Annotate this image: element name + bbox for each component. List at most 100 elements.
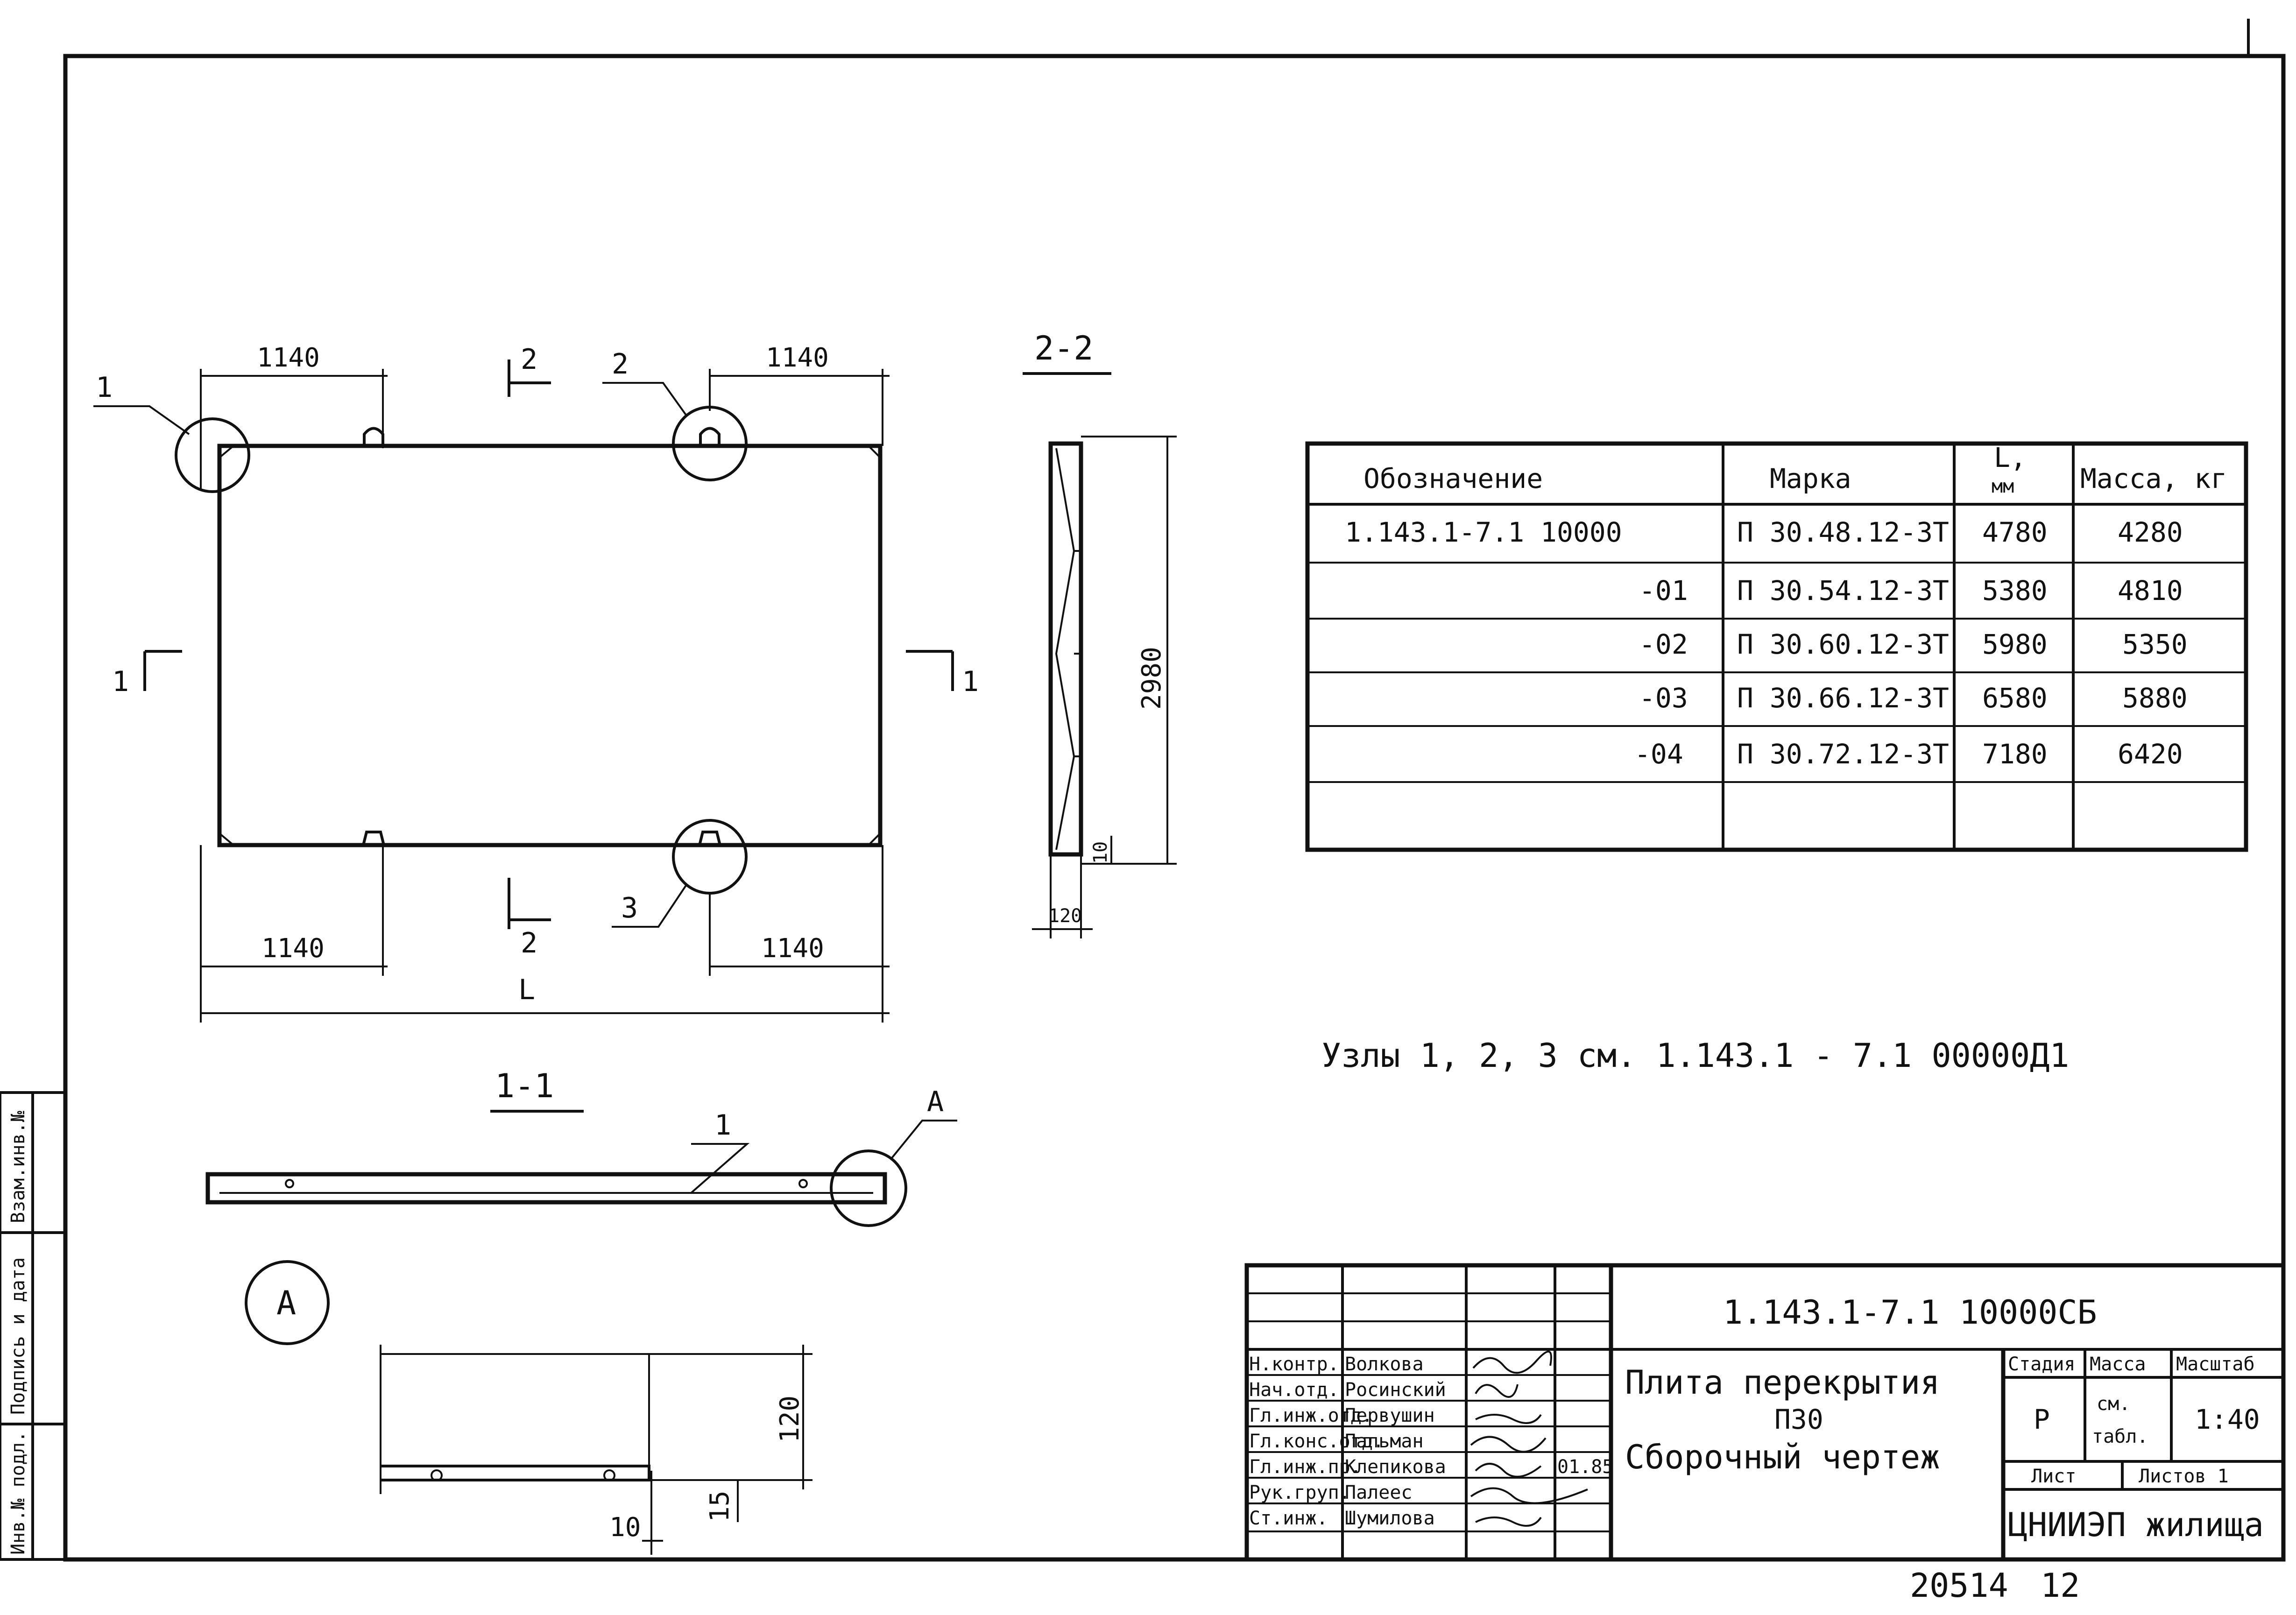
section-1-1-body: [205, 1172, 887, 1205]
lifting-loop-right: [699, 427, 721, 446]
table-row-2-length: 5980: [1982, 628, 2048, 660]
dim-2980: 2980: [1137, 647, 1167, 710]
title-line-3: Сборочный чертеж: [1625, 1438, 1940, 1476]
callout-2-label: 2: [612, 348, 629, 381]
name-3: Пальман: [1345, 1431, 1424, 1452]
side-stamp-signature: Подпись и дата: [7, 1257, 29, 1415]
section-1-right-label: 1: [962, 665, 979, 698]
section-2-2-body: [1048, 441, 1083, 857]
table-row-2-designation: -02: [1639, 628, 1688, 660]
callout-1-label: 1: [96, 371, 113, 404]
lifting-loop-left: [363, 427, 384, 446]
name-2: Первушин: [1345, 1405, 1435, 1426]
name-6: Шумилова: [1345, 1508, 1435, 1529]
table-header-mark: Марка: [1770, 463, 1851, 494]
table-row-4-mark: П 30.72.12-3Т: [1737, 738, 1949, 770]
dim-top-left: 1140: [257, 343, 320, 373]
side-stamp-replaced: Взам.инв.№: [7, 1111, 29, 1223]
dim-thickness-120: 120: [1048, 905, 1082, 927]
table-header-mass: Масса, кг: [2080, 463, 2227, 494]
mass-value-2: табл.: [2092, 1426, 2148, 1447]
spec-table: Обозначение Марка L, мм Масса, кг 1.143.…: [1305, 441, 2248, 852]
table-row-0-mass: 4280: [2118, 516, 2183, 548]
callout-rebar-label: 1: [714, 1109, 731, 1142]
callout-detail-label: A: [927, 1086, 944, 1118]
dim-bottom-right: 1140: [761, 933, 824, 964]
stage-label: Стадия: [2008, 1354, 2076, 1375]
dim-length-l: L: [518, 973, 535, 1006]
mass-label: Масса: [2090, 1354, 2146, 1375]
section-1-1-title: 1-1: [495, 1067, 554, 1105]
detail-dim-10: 10: [609, 1512, 641, 1543]
role-3: Гл.конс.отд.: [1249, 1431, 1384, 1452]
sheets-label: Листов 1: [2139, 1466, 2229, 1487]
table-row-0-length: 4780: [1982, 516, 2048, 548]
table-row-4-mass: 6420: [2118, 738, 2183, 770]
detail-a-mark: [245, 1260, 330, 1345]
table-row-2-mark: П 30.60.12-3Т: [1737, 628, 1949, 660]
callout-3-label: 3: [621, 892, 638, 924]
table-row-3-mass: 5880: [2122, 682, 2188, 714]
dim-top-right: 1140: [766, 343, 829, 373]
node-circle-2: [672, 406, 748, 481]
name-5: Палеес: [1345, 1482, 1413, 1503]
section-2-2: 2-2 2980 10 120: [1023, 329, 1177, 938]
table-row-3-length: 6580: [1982, 682, 2048, 714]
doc-code: 1.143.1-7.1 10000СБ: [1723, 1293, 2097, 1332]
section-1-left-label: 1: [112, 665, 129, 698]
table-row-4-designation: -04: [1634, 738, 1683, 770]
table-row-0-designation: 1.143.1-7.1 10000: [1345, 516, 1622, 548]
side-stamp: Взам.инв.№ Подпись и дата Инв.№ подл.: [0, 1091, 67, 1561]
embedded-part-right: [698, 831, 721, 846]
dim-bottom-left: 1140: [261, 933, 325, 964]
name-4: Клепикова: [1345, 1456, 1446, 1478]
role-6: Ст.инж.: [1249, 1508, 1328, 1529]
role-0: Н.контр.: [1249, 1354, 1339, 1375]
table-header-length: L,: [1994, 442, 2027, 473]
mass-value-1: см.: [2097, 1393, 2130, 1415]
role-4: Гл.инж.пр.: [1249, 1456, 1362, 1478]
table-header-designation: Обозначение: [1363, 463, 1543, 494]
footer-page: 12: [2041, 1566, 2080, 1605]
role-2: Гл.инж.отд.: [1249, 1405, 1373, 1426]
nodes-note: Узлы 1, 2, 3 см. 1.143.1 - 7.1 00000Д1: [1321, 1037, 2069, 1075]
footer-number: 20514: [1910, 1566, 2008, 1605]
date-4: 01.85: [1557, 1456, 1613, 1478]
embedded-part-left: [362, 831, 385, 846]
section-2-bottom-label: 2: [521, 927, 537, 959]
detail-a: А 120 10 15: [245, 1260, 812, 1555]
name-0: Волкова: [1345, 1354, 1424, 1375]
section-2-2-title: 2-2: [1034, 329, 1093, 367]
role-5: Рук.груп.: [1249, 1482, 1350, 1503]
scale-value: 1:40: [2195, 1403, 2260, 1435]
title-block: 1.143.1-7.1 10000СБ Плита перекрытия П30…: [1244, 1263, 2286, 1562]
table-row-0-mark: П 30.48.12-3Т: [1737, 516, 1949, 548]
table-row-1-length: 5380: [1982, 575, 2048, 607]
scale-label: Масштаб: [2176, 1354, 2255, 1375]
title-line-1: Плита перекрытия: [1625, 1363, 1940, 1402]
plan-outline: [217, 444, 883, 847]
sheet-label: Лист: [2031, 1466, 2076, 1487]
table-row-2-mass: 5350: [2122, 628, 2188, 660]
table-row-4-length: 7180: [1982, 738, 2048, 770]
detail-a-circle: [830, 1150, 907, 1227]
dim-edge-10: 10: [1090, 841, 1111, 864]
table-row-3-mark: П 30.66.12-3Т: [1737, 682, 1949, 714]
title-line-2: П30: [1774, 1403, 1823, 1435]
detail-a-label: А: [276, 1284, 296, 1322]
detail-dim-15: 15: [705, 1491, 735, 1522]
signatures: [1470, 1351, 1588, 1527]
organization: ЦНИИЭП жилища: [2008, 1506, 2264, 1544]
table-row-1-mark: П 30.54.12-3Т: [1737, 575, 1949, 607]
section-2-top-label: 2: [521, 343, 537, 376]
detail-dim-120: 120: [775, 1396, 805, 1443]
table-row-1-designation: -01: [1639, 575, 1688, 607]
side-stamp-inventory: Инв.№ подл.: [7, 1431, 29, 1555]
stage-value: Р: [2034, 1403, 2050, 1435]
name-1: Росинский: [1345, 1379, 1446, 1401]
table-row-3-designation: -03: [1639, 682, 1688, 714]
table-header-unit: мм: [1992, 476, 2014, 497]
role-1: Нач.отд.: [1249, 1379, 1339, 1401]
plan-view: 1 2 3 1140 1140 1140 1140 L 2 2 1 1: [93, 343, 979, 1023]
